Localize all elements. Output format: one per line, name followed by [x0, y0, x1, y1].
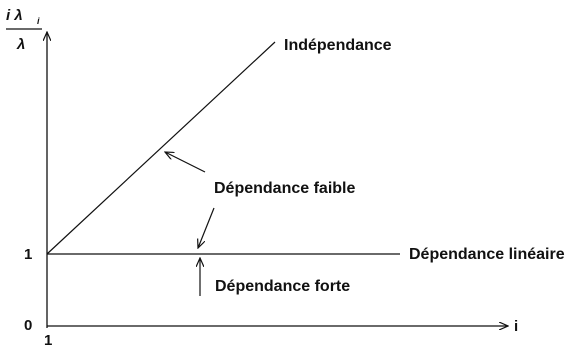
x-one-label: 1 — [44, 332, 52, 348]
y-one-label: 1 — [24, 246, 32, 263]
y-axis-label-denominator: λ — [16, 36, 25, 53]
weak-dependence-arrow-lower — [198, 207, 215, 248]
linear-dependence-label: Dépendance linéaire — [409, 246, 565, 263]
origin-label: 0 — [24, 317, 32, 334]
weak-dependence-arrow-upper — [165, 152, 206, 173]
y-axis-label-subscript: i — [37, 16, 40, 26]
independence-label: Indépendance — [284, 37, 392, 54]
weak-dependence-label: Dépendance faible — [214, 180, 355, 197]
y-axis-label-numerator: i λ — [6, 7, 23, 24]
independence-line — [46, 41, 276, 255]
strong-dependence-label: Dépendance forte — [215, 278, 350, 295]
x-axis-label: i — [514, 318, 518, 335]
